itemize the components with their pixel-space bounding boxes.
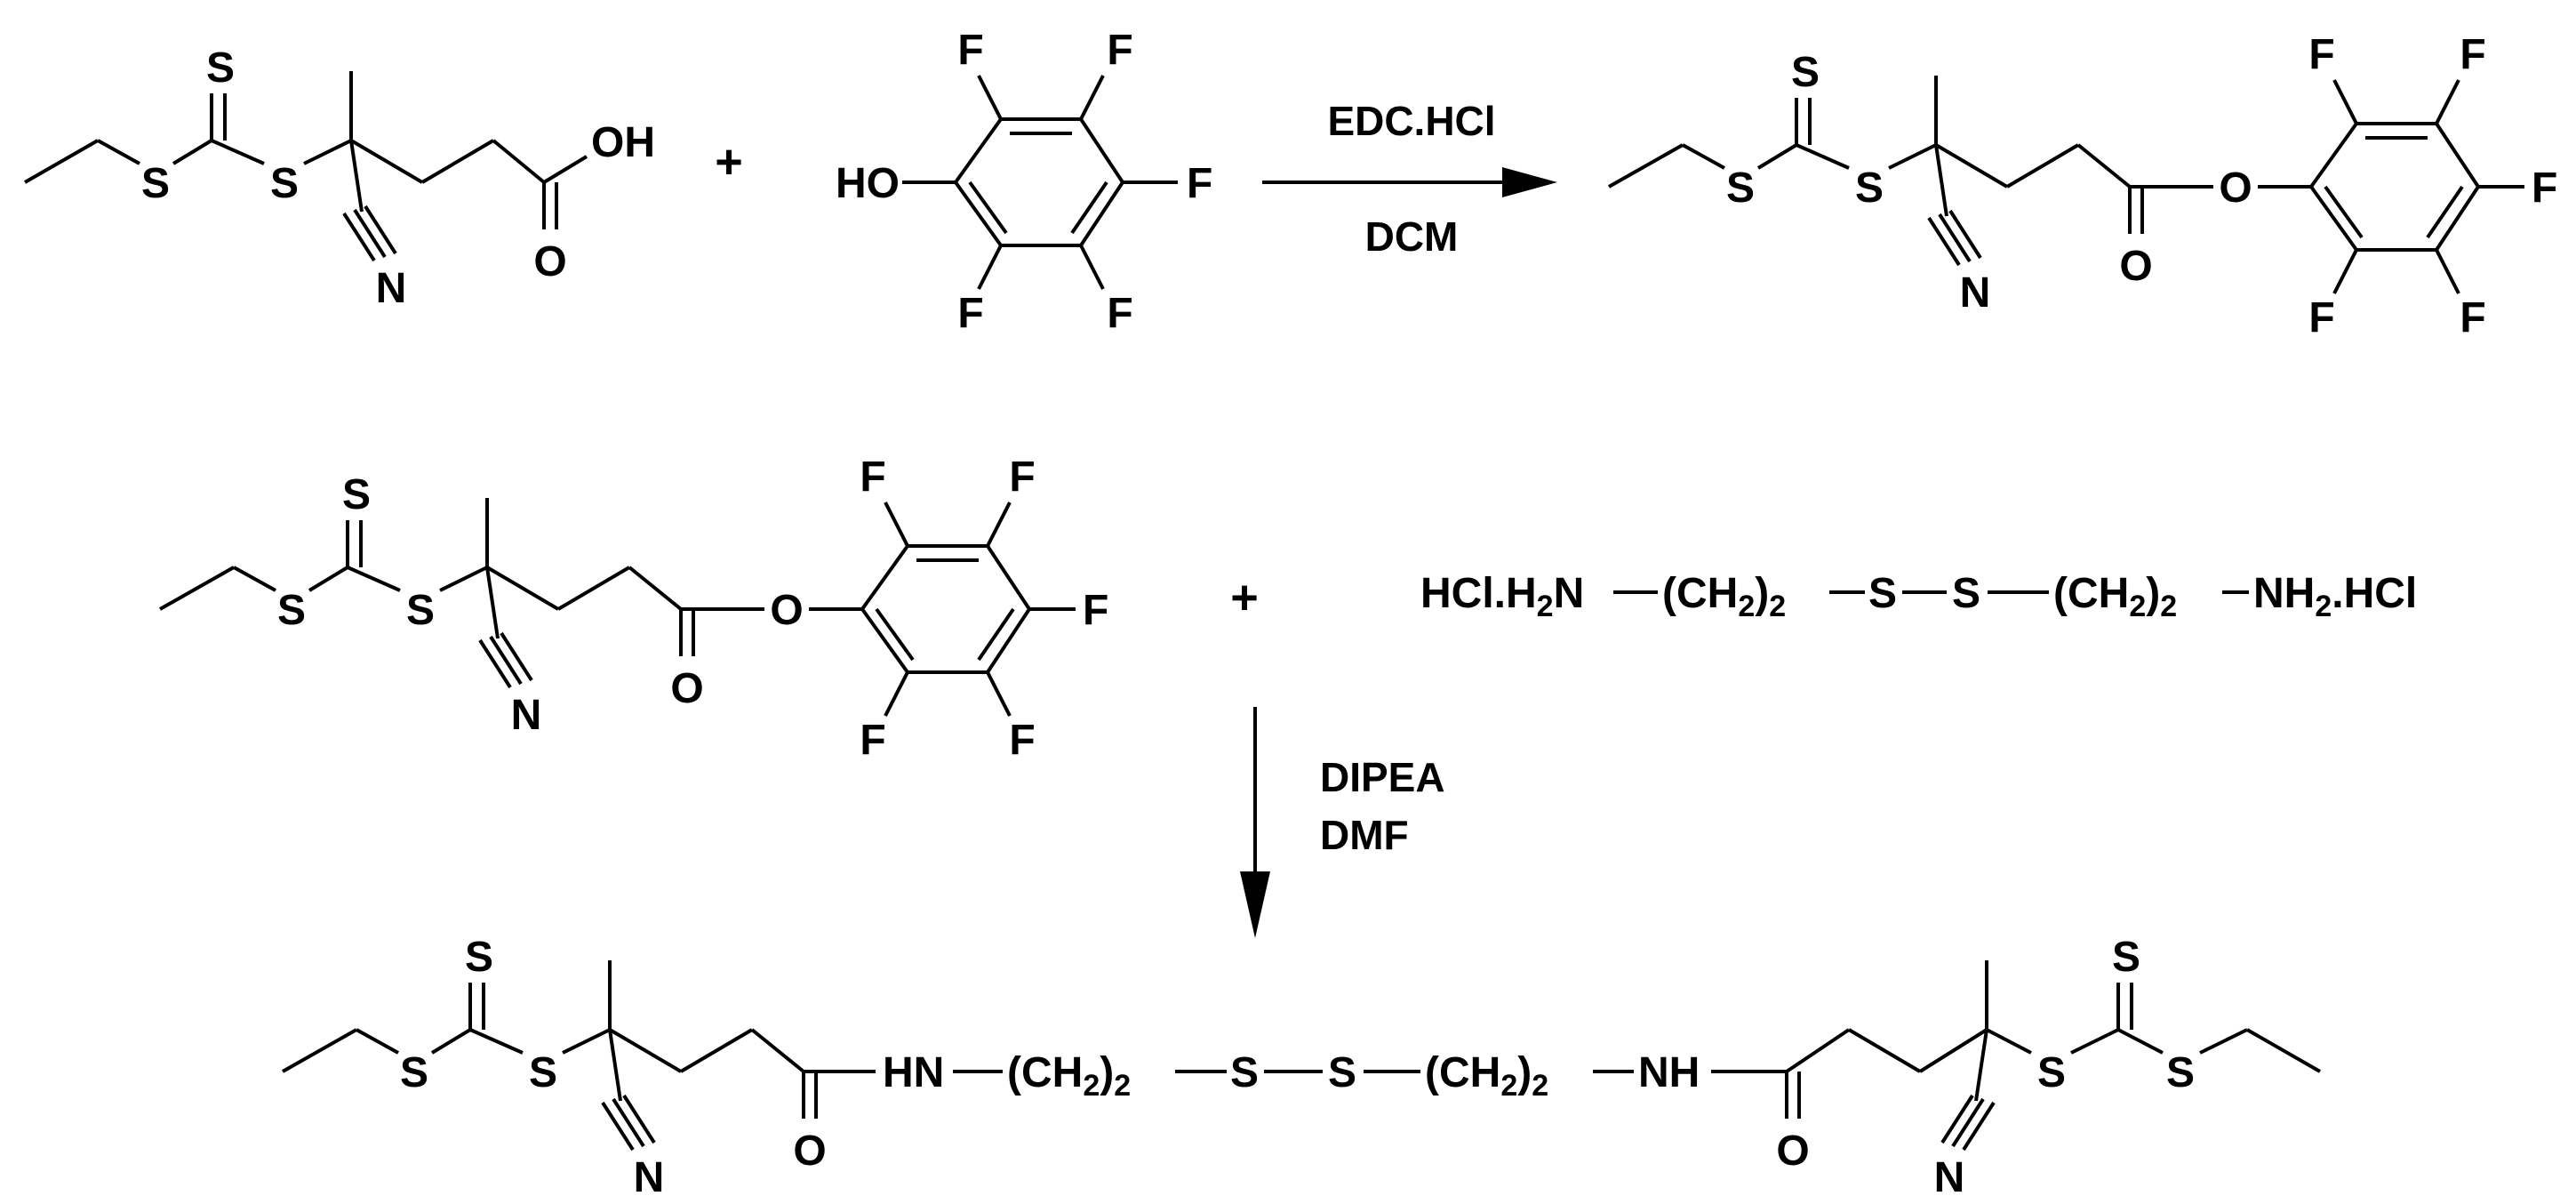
atom-s: S <box>1230 1049 1259 1096</box>
atom-s: S <box>1328 1049 1356 1096</box>
atom-n: N <box>1960 269 1991 317</box>
atom-o: O <box>1776 1128 1809 1175</box>
reagent-label: EDC.HCl <box>1327 98 1495 144</box>
cystamine-dihydrochloride: HCl.H2N (CH2)2 S S (CH2)2 NH2.HCl <box>1420 570 2417 623</box>
atom-n: N <box>511 692 542 739</box>
atom-s: S <box>2112 934 2140 981</box>
atom-s: S <box>529 1049 557 1096</box>
atom-s: S <box>1791 49 1820 96</box>
atom-o: O <box>2219 165 2252 212</box>
atom-f: F <box>860 717 885 764</box>
plus-sign: + <box>715 135 743 189</box>
ceta-acid: S S S OH O N <box>24 44 655 312</box>
linker-hcl-amine: HCl.H2N <box>1420 570 1584 623</box>
ethylene-group: (CH2)2 <box>1007 1049 1131 1103</box>
atom-o: O <box>793 1128 826 1175</box>
pentafluorophenol: HO F F F F F <box>836 27 1212 337</box>
solvent-label: DMF <box>1320 812 1409 858</box>
atom-o: O <box>533 238 566 285</box>
reaction-arrow-step2: DIPEA DMF <box>1240 707 1445 938</box>
pfp-ester-reactant: S S S O O N F F F F F <box>159 454 1108 764</box>
atom-s: S <box>406 587 435 634</box>
atom-f: F <box>2460 294 2485 341</box>
atom-s: S <box>342 471 371 518</box>
atom-s: S <box>400 1049 428 1096</box>
atom-f: F <box>1107 290 1132 337</box>
atom-f: F <box>2308 294 2334 341</box>
atom-f: F <box>860 454 885 501</box>
final-product: S S S O N HN (CH2)2 S S (CH2)2 NH <box>282 934 2321 1201</box>
solvent-label: DCM <box>1365 213 1459 260</box>
atom-nh: NH <box>1638 1049 1700 1096</box>
atom-f: F <box>1083 587 1108 634</box>
atom-hn: HN <box>883 1049 944 1096</box>
atom-f: F <box>2532 165 2557 212</box>
atom-s: S <box>1855 165 1884 212</box>
atom-f: F <box>1107 27 1132 74</box>
atom-o: O <box>2119 243 2152 290</box>
atom-f: F <box>957 27 983 74</box>
linker-amine-hcl: NH2.HCl <box>2253 570 2417 623</box>
atom-f: F <box>1009 717 1035 764</box>
atom-f: F <box>957 290 983 337</box>
atom-s: S <box>141 160 170 207</box>
atom-n: N <box>1934 1154 1965 1201</box>
ethylene-group: (CH2)2 <box>1662 570 1786 623</box>
atom-s: S <box>1868 570 1897 617</box>
atom-oh: OH <box>591 119 655 166</box>
atom-n: N <box>376 265 407 312</box>
plus-sign: + <box>1230 571 1259 624</box>
reaction-arrow-step1: EDC.HCl DCM <box>1262 98 1557 260</box>
atom-s: S <box>206 44 235 92</box>
atom-f: F <box>2460 31 2485 78</box>
atom-s: S <box>465 934 493 981</box>
pfp-ester-product: S S S O O N F F F F F <box>1608 31 2557 341</box>
atom-s: S <box>1952 570 1980 617</box>
atom-f: F <box>2308 31 2334 78</box>
atom-s: S <box>2166 1049 2195 1096</box>
atom-f: F <box>1009 454 1035 501</box>
atom-s: S <box>1726 165 1755 212</box>
atom-o: O <box>770 587 803 634</box>
atom-n: N <box>634 1154 665 1201</box>
atom-s: S <box>2037 1049 2066 1096</box>
reagent-label: DIPEA <box>1320 754 1445 800</box>
atom-ho: HO <box>836 160 900 207</box>
atom-o: O <box>670 665 703 712</box>
atom-s: S <box>270 160 299 207</box>
atom-s: S <box>277 587 306 634</box>
atom-f: F <box>1187 160 1212 207</box>
ethylene-group: (CH2)2 <box>1425 1049 1548 1103</box>
ethylene-group: (CH2)2 <box>2053 570 2177 623</box>
